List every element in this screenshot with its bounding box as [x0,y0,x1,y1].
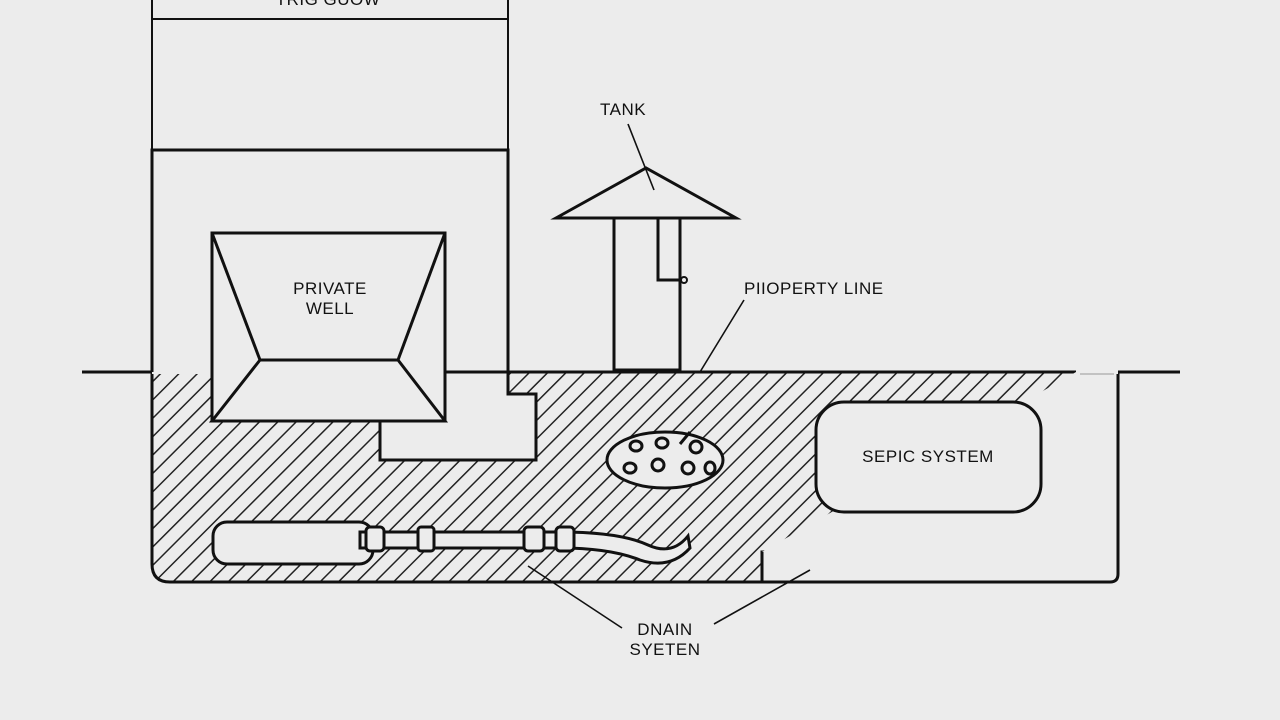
gravel-pit [605,430,725,490]
tank-valve-icon [680,276,688,284]
property-line-label: PIIOPERTY LINE [744,279,884,298]
drain-label-line2: SYETEN [629,640,701,659]
house-outline [150,148,510,372]
tank-roof [550,166,742,220]
tank-body [612,216,682,372]
property-line-leader [699,299,745,373]
drain-leader-left [527,565,623,629]
private-well-label-line2: WELL [305,299,355,318]
drain-pipe [211,520,692,566]
drain-leader-right [713,569,811,625]
private-well-inner [208,358,449,423]
septic-system-label: SEPIC SYSTEM [862,447,994,466]
private-well-box [210,231,447,423]
tank-label: TANK [600,100,647,119]
top-label: TRIG GUOW [258,0,398,10]
tank-leader [627,123,655,191]
drain-label-line1: DNAIN [637,620,693,639]
gravel-stones [622,431,717,476]
tank-pipe [656,218,682,282]
private-well-label: PRIVATE WELL [270,279,390,319]
private-well-label-line1: PRIVATE [293,279,367,298]
drain-system-label: DNAIN SYETEN [610,620,720,660]
septic-system-tank [814,400,1043,514]
